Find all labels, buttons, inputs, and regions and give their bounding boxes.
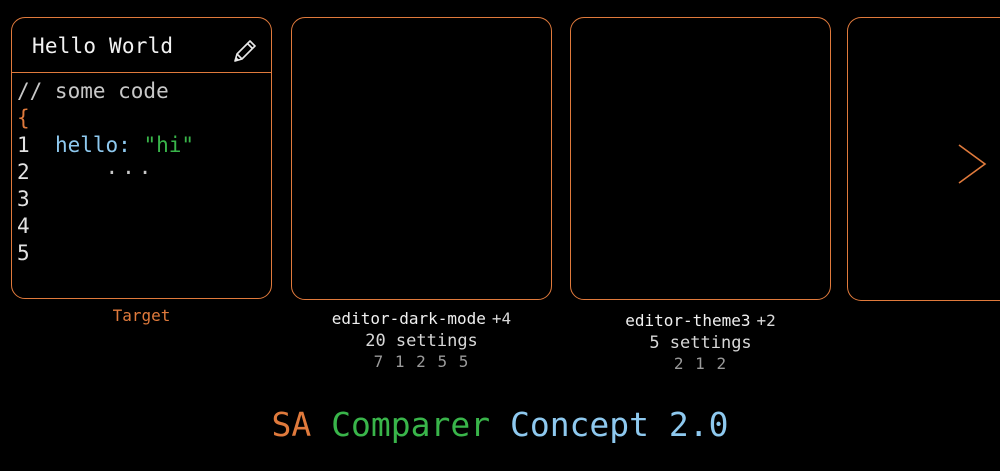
- app-title-part-concept: Concept 2.0: [509, 405, 729, 444]
- code-open-brace: {: [17, 106, 30, 130]
- settings-count: 20 settings: [365, 331, 478, 351]
- code-ellipsis: ...: [105, 155, 156, 179]
- line-number: 5: [17, 241, 30, 265]
- comparison-caption: editor-theme3 +2 5 settings 2 1 2: [570, 311, 831, 373]
- app-title-part-comparer: Comparer: [331, 405, 491, 444]
- line-number: 3: [17, 187, 30, 211]
- pencil-icon[interactable]: [231, 37, 259, 65]
- target-card-title: Hello World: [32, 34, 174, 58]
- target-card-header: Hello World: [12, 18, 271, 73]
- setting-breakdown: 7 1 2 5 5: [373, 352, 470, 371]
- setting-breakdown: 2 1 2: [673, 354, 728, 373]
- line-number: 1: [17, 133, 30, 157]
- comparison-card-dark-mode[interactable]: [291, 17, 552, 300]
- extra-count: +4: [491, 309, 512, 328]
- comparison-name: editor-dark-mode: [331, 309, 486, 328]
- code-comment: // some code: [17, 79, 169, 103]
- settings-count: 5 settings: [649, 333, 752, 353]
- app-title: SA Comparer Concept 2.0: [0, 405, 1000, 444]
- chevron-right-icon[interactable]: [955, 142, 989, 186]
- code-preview: // some code { 1 hello: "hi" 2 ... 3 4 5: [17, 78, 194, 267]
- app-title-part-sa: SA: [271, 405, 312, 444]
- comparison-name: editor-theme3: [625, 311, 751, 330]
- comparison-caption: editor-dark-mode +4 20 settings 7 1 2 5 5: [291, 309, 552, 371]
- line-number: 2: [17, 160, 30, 184]
- target-card: Hello World // some code { 1 hello: "hi"…: [11, 17, 272, 299]
- target-label: Target: [112, 306, 171, 325]
- code-key: hello:: [54, 133, 131, 157]
- code-string: "hi": [143, 133, 195, 157]
- comparison-card-theme3[interactable]: [570, 17, 831, 300]
- extra-count: +2: [756, 311, 776, 330]
- line-number: 4: [17, 214, 30, 238]
- next-card-partial[interactable]: [847, 17, 1000, 301]
